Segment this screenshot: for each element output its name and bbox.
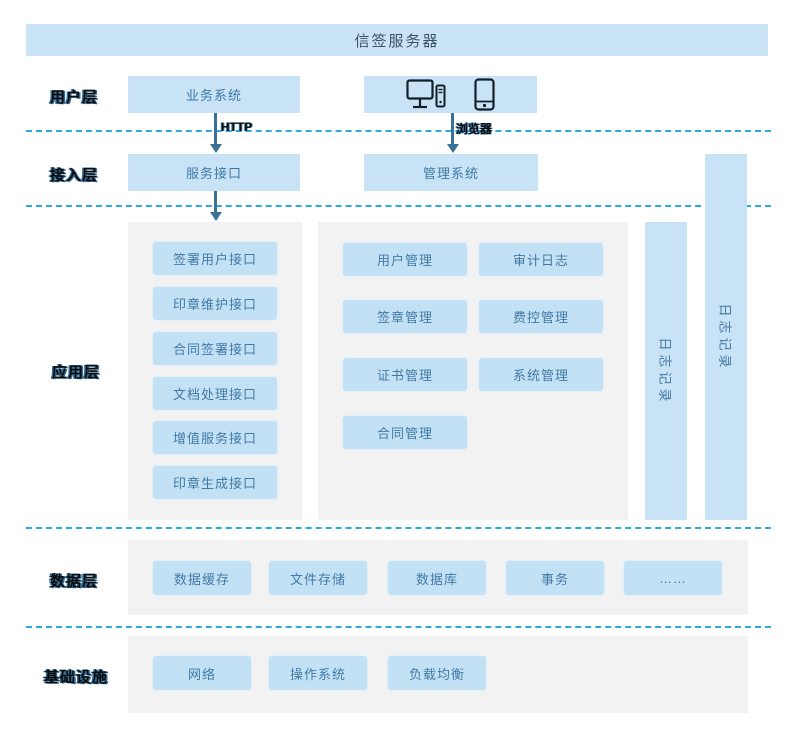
node-file-storage: 文件存储 (268, 560, 368, 596)
diagram-title: 信签服务器 (26, 24, 768, 56)
desktop-computer-icon (406, 78, 448, 111)
node-service-interface: 服务接口 (128, 154, 300, 191)
arrow-app-head (210, 212, 222, 221)
node-network: 网络 (152, 655, 252, 691)
node-data-ellipsis: …… (623, 560, 723, 596)
node-fee-control-management: 费控管理 (478, 299, 604, 334)
node-value-added-interface: 增值服务接口 (152, 420, 278, 455)
node-business-system: 业务系统 (128, 76, 300, 113)
log-record-bar-inner: 日志记录 (645, 222, 687, 520)
node-client-devices (364, 76, 537, 113)
layer-label-application: 应用层 (52, 364, 101, 381)
arrow-app-stem (214, 191, 217, 212)
node-seal-maintain-interface: 印章维护接口 (152, 286, 278, 321)
node-certificate-management: 证书管理 (342, 357, 468, 392)
node-load-balance: 负载均衡 (387, 655, 487, 691)
browser-label: 浏览器 (456, 122, 493, 136)
layer-label-data: 数据层 (50, 573, 99, 590)
arrow-browser-head (447, 144, 459, 153)
layer-divider-2 (26, 205, 771, 207)
log-record-outer-label: 日志记录 (717, 302, 733, 372)
node-contract-management: 合同管理 (342, 415, 468, 450)
node-contract-sign-interface: 合同签署接口 (152, 331, 278, 366)
node-user-management: 用户管理 (342, 242, 468, 277)
arrow-http-head (210, 144, 222, 153)
node-seal-generate-interface: 印章生成接口 (152, 465, 278, 500)
layer-divider-1 (26, 130, 771, 132)
mobile-phone-icon (474, 78, 495, 111)
arrow-browser-stem (451, 113, 454, 144)
node-document-process-interface: 文档处理接口 (152, 376, 278, 411)
node-signature-management: 签章管理 (342, 299, 468, 334)
layer-label-access: 接入层 (50, 167, 99, 184)
arrow-http-stem (214, 113, 217, 144)
node-transaction: 事务 (505, 560, 605, 596)
http-label: HTTP (221, 120, 253, 134)
node-operating-system: 操作系统 (268, 655, 368, 691)
layer-divider-4 (26, 626, 771, 628)
node-data-cache: 数据缓存 (152, 560, 252, 596)
node-management-system: 管理系统 (364, 154, 538, 191)
log-record-bar-outer: 日志记录 (705, 154, 747, 520)
node-sign-user-interface: 签署用户接口 (152, 241, 278, 276)
layer-label-infrastructure: 基础设施 (44, 669, 109, 686)
layer-label-user: 用户层 (50, 89, 99, 106)
node-audit-log: 审计日志 (478, 242, 604, 277)
node-database: 数据库 (387, 560, 487, 596)
log-record-inner-label: 日志记录 (657, 336, 673, 406)
layer-divider-3 (26, 527, 771, 529)
node-system-management: 系统管理 (478, 357, 604, 392)
